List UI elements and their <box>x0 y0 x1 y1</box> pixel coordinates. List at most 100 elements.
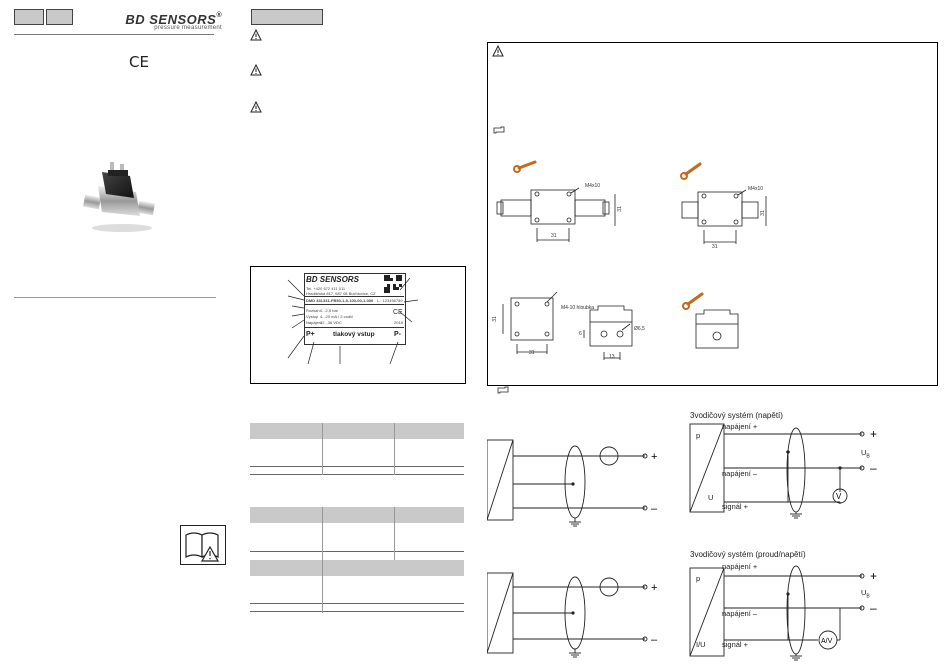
table-2-rule <box>250 603 464 604</box>
dim-13: 13 <box>609 354 615 360</box>
table-1-colrule <box>394 423 395 475</box>
table-2-header <box>250 507 464 523</box>
mounting-drawing-5 <box>682 292 739 349</box>
wrench-icon <box>682 292 704 310</box>
warning-triangle-icon <box>250 64 262 76</box>
pin-p-plus: P+ <box>306 331 315 338</box>
meter-v-label: V <box>836 492 842 501</box>
nameplate-leader-lines <box>287 277 419 365</box>
pin-pressure-input: tlakový vstup <box>333 331 375 338</box>
table-2-rule <box>250 551 464 552</box>
wire-minus-label: – <box>870 601 877 615</box>
wire-minus-label: – <box>651 634 658 646</box>
table-1-rule <box>250 474 464 475</box>
qr-code <box>384 275 402 293</box>
signal-plus-label: signál + <box>722 502 749 511</box>
nameplate-code: 331-FB50-1-5-100-00-1-000 <box>323 298 374 303</box>
warning-triangle-icon <box>250 29 262 41</box>
mounting-drawing-2 <box>680 162 767 244</box>
brand-reg: ® <box>216 12 222 19</box>
wiring-title-current-voltage: 3vodičový systém (proud/napětí) <box>690 550 806 559</box>
table-1-header <box>250 423 464 439</box>
mounting-drawing-4 <box>583 305 633 360</box>
dim-m4x10-b: M4x10 <box>748 186 764 192</box>
warning-triangle-icon <box>250 101 262 113</box>
wrench-icon <box>513 160 537 173</box>
nameplate-addr: Hradišťská 817, 687 08 Buchlovice, CZ <box>306 291 376 296</box>
table-2-subheader <box>250 560 464 576</box>
dim-hole: Ø6,5 <box>634 326 645 332</box>
supply-plus-label-2: napájení + <box>722 562 758 571</box>
ub-label-2: UB <box>861 588 870 600</box>
meter-av-label: A/V <box>821 638 833 645</box>
wiring-title-voltage: 3vodičový systém (napětí) <box>690 411 783 420</box>
dim-31-d: 31 <box>759 210 766 216</box>
wire-plus-label: + <box>870 569 877 583</box>
nameplate-p1-val: 0...2,5 bar <box>320 308 339 313</box>
dim-6: 6 <box>579 331 582 337</box>
iu-label: I/U <box>696 640 706 649</box>
table-1-rule <box>250 466 464 467</box>
table-2-colrule <box>322 507 323 613</box>
wiring-2wire-a: + – <box>487 439 658 527</box>
pointing-hand-icon <box>497 386 509 394</box>
p-label: p <box>696 431 701 440</box>
header-tab-1 <box>14 9 44 25</box>
wiring-2wire-b: + – <box>487 572 658 658</box>
wiring-3wire-current-voltage: A/V + – <box>689 565 877 661</box>
header-tab-2 <box>46 9 73 25</box>
nameplate-p3: Napájení <box>306 320 323 325</box>
dim-m4x10-a: M4x10 <box>585 183 601 189</box>
signal-plus-label-2: signál + <box>722 640 749 649</box>
nameplate-typ: DMD 331 <box>306 298 323 303</box>
mounting-drawing-1 <box>496 160 616 242</box>
section-header-tab <box>251 9 323 25</box>
dim-31-e: 31 <box>529 350 535 356</box>
dim-m4x10-depth: M4-10 hloubka <box>561 305 595 311</box>
nameplate-ce: CE <box>393 309 403 316</box>
dim-31-b: 31 <box>616 206 623 212</box>
wire-plus-label: + <box>870 427 877 441</box>
nameplate-rule <box>304 304 404 305</box>
table-2 <box>250 507 464 613</box>
supply-minus-label-2: napájení – <box>722 609 758 618</box>
ub-label: UB <box>861 448 870 460</box>
wiring-3wire-voltage: V + – <box>689 423 877 519</box>
pointing-hand-icon <box>493 126 505 134</box>
table-2-rule <box>250 611 464 612</box>
nameplate-p3-val: 12...36 VDC <box>320 320 342 325</box>
u-label: U <box>708 493 714 502</box>
nameplate-rule <box>304 327 404 328</box>
pin-p-minus: P- <box>394 331 401 338</box>
wire-plus-label: + <box>651 582 657 594</box>
supply-plus-label: napájení + <box>722 422 758 431</box>
brand-tagline: pressure measurement <box>154 25 222 31</box>
brand-name: BD SENSORS <box>125 12 217 27</box>
wire-minus-label: – <box>870 461 877 475</box>
dim-31-a: 31 <box>551 233 557 239</box>
header-divider <box>14 34 214 35</box>
supply-minus-label: napájení – <box>722 469 758 478</box>
dim-31-c: 31 <box>712 244 718 250</box>
nameplate-serial: L.: 123456789 <box>377 298 403 303</box>
table-1-colrule <box>322 423 323 475</box>
table-2-colrule <box>394 507 395 560</box>
dim-31-f: 31 <box>491 316 498 322</box>
nameplate-p2-val: 4...20 mA / 2-vodič <box>320 314 354 319</box>
nameplate-rule <box>304 296 404 297</box>
mounting-frame <box>487 42 938 386</box>
nameplate-p2: Výstup <box>306 314 319 319</box>
table-1 <box>250 423 464 475</box>
nameplate-brand: BD SENSORS <box>306 275 359 284</box>
nameplate-frame <box>250 266 466 384</box>
mounting-drawing-3 <box>502 291 558 354</box>
nameplate-year: 2018 <box>394 320 403 325</box>
ce-mark: CE <box>129 53 149 71</box>
nameplate-p1: Rozsah <box>306 308 320 313</box>
brand-logo: BD SENSORS® pressure measurement <box>112 12 222 31</box>
nameplate-tel: Tel. +420 572 411 011 <box>306 286 346 291</box>
warning-triangle-icon <box>492 45 504 57</box>
p-label-2: p <box>696 574 701 583</box>
wire-minus-label: – <box>651 503 658 515</box>
wire-plus-label: + <box>651 451 657 463</box>
